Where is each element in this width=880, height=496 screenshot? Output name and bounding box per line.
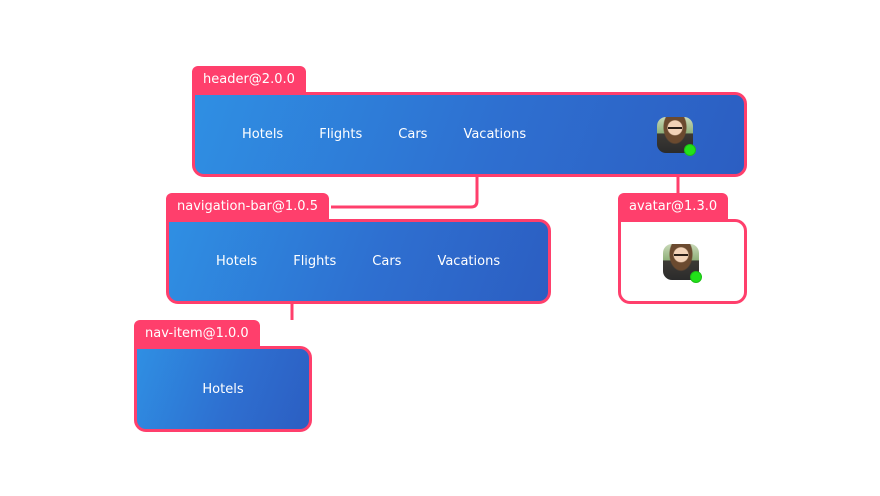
avatar-glasses <box>674 254 688 258</box>
header-nav-item-flights[interactable]: Flights <box>319 127 363 142</box>
nav-item-nav: Hotels <box>137 349 309 429</box>
header-online-status-icon <box>684 144 696 156</box>
navigation-bar-nav: Hotels Flights Cars Vacations <box>216 222 500 301</box>
avatar-tag: avatar@1.3.0 <box>618 193 729 221</box>
navigation-bar-item-hotels[interactable]: Hotels <box>216 254 258 269</box>
header-nav-item-vacations[interactable]: Vacations <box>463 127 527 142</box>
avatar-user-photo-icon[interactable] <box>663 244 702 283</box>
header-user-photo-icon[interactable] <box>657 117 696 156</box>
avatar-glasses <box>668 127 682 131</box>
header-nav-item-cars[interactable]: Cars <box>398 127 428 142</box>
navigation-bar-card: Hotels Flights Cars Vacations <box>166 219 551 304</box>
nav-item-card: Hotels <box>134 346 312 432</box>
header-tag: header@2.0.0 <box>192 66 306 94</box>
connector-header-to-navigation-bar <box>331 175 479 209</box>
header-nav: Hotels Flights Cars Vacations <box>242 95 526 174</box>
navigation-bar-tag: navigation-bar@1.0.5 <box>166 193 329 221</box>
avatar-card <box>618 219 747 304</box>
header-card: Hotels Flights Cars Vacations <box>192 92 747 177</box>
header-nav-item-hotels[interactable]: Hotels <box>242 127 284 142</box>
navigation-bar-item-flights[interactable]: Flights <box>293 254 337 269</box>
navigation-bar-item-cars[interactable]: Cars <box>372 254 402 269</box>
navigation-bar-item-vacations[interactable]: Vacations <box>437 254 501 269</box>
nav-item-tag: nav-item@1.0.0 <box>134 320 260 348</box>
nav-item-hotels[interactable]: Hotels <box>202 381 244 397</box>
avatar-online-status-icon <box>690 271 702 283</box>
